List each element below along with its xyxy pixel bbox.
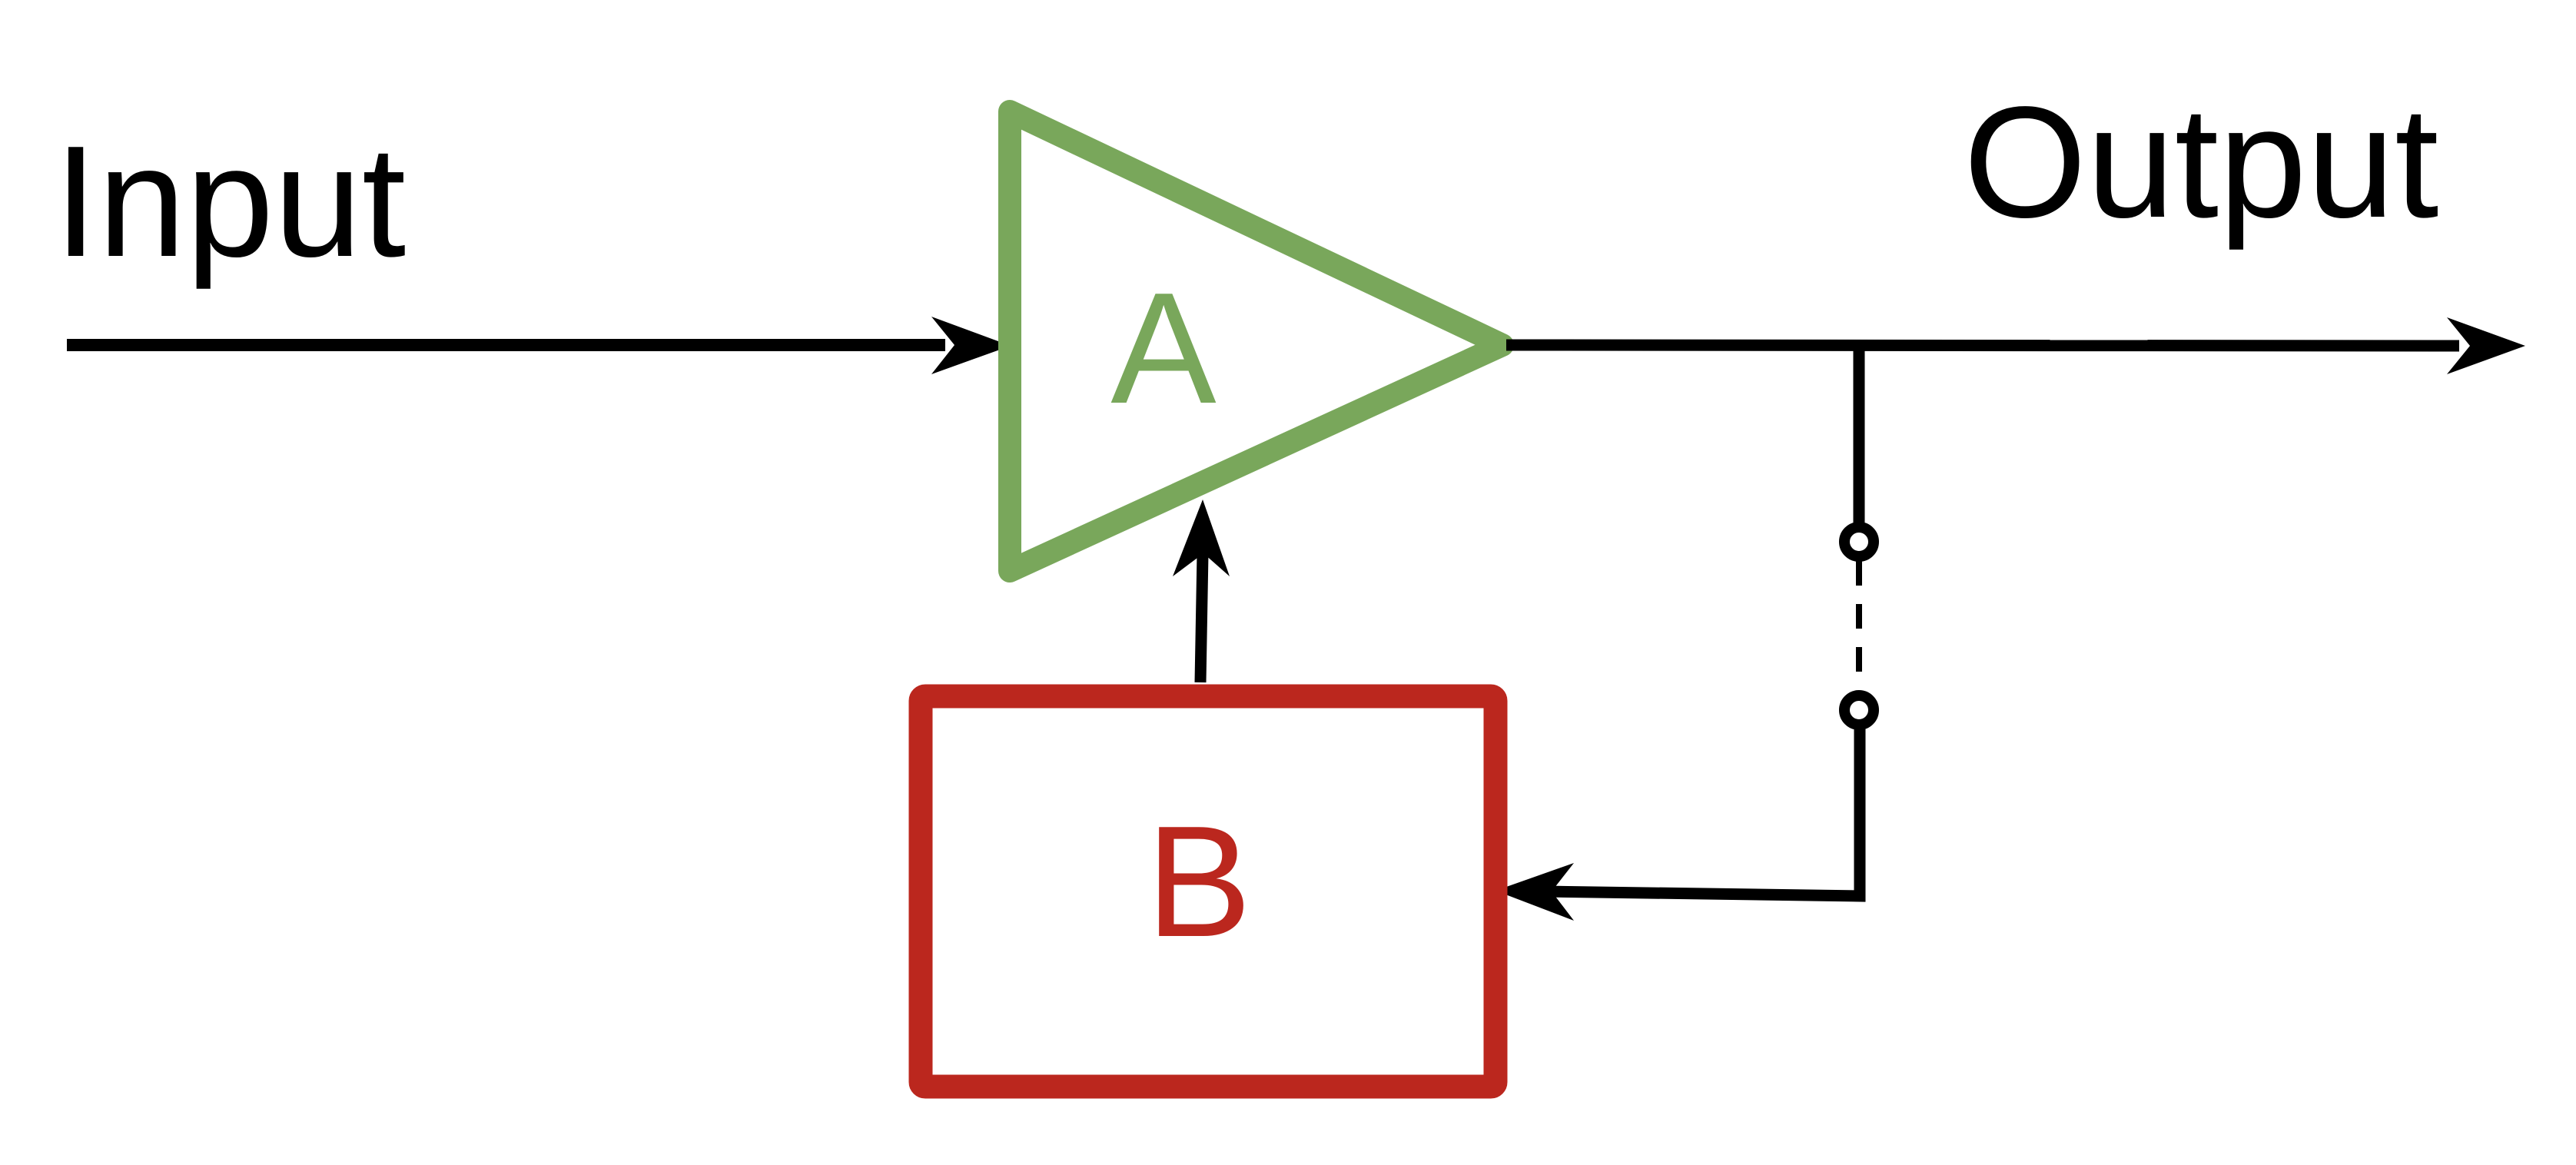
feedback-rectangle[interactable]	[908, 684, 1508, 1099]
output-arrow	[1505, 317, 2525, 374]
input-label: Input	[54, 113, 406, 290]
feedback-return-arrowhead	[1495, 863, 1574, 921]
amplifier-block[interactable]: A	[998, 100, 1514, 582]
feedback-to-amplifier-arrowhead	[1173, 500, 1230, 576]
feedback-to-amplifier-line	[1194, 553, 1209, 683]
switch-terminal-bottom[interactable]	[1839, 690, 1879, 730]
output-label: Output	[1964, 74, 2438, 251]
amplifier-label: A	[1110, 260, 1216, 436]
feedback-block[interactable]: B	[908, 684, 1508, 1099]
switch-terminal-top[interactable]	[1839, 522, 1879, 562]
input-arrowhead	[931, 317, 1011, 374]
amplifier-triangle[interactable]	[998, 100, 1514, 582]
output-arrowhead	[2447, 317, 2525, 374]
input-arrow	[67, 317, 1011, 374]
feedback-label: B	[1146, 793, 1251, 970]
feedback-to-amplifier-arrow	[1173, 500, 1230, 683]
feedback-switch[interactable]	[1839, 522, 1879, 730]
output-line	[1505, 339, 2460, 352]
feedback-return-line	[1544, 727, 1866, 902]
feedback-return-arrow	[1495, 727, 1866, 921]
